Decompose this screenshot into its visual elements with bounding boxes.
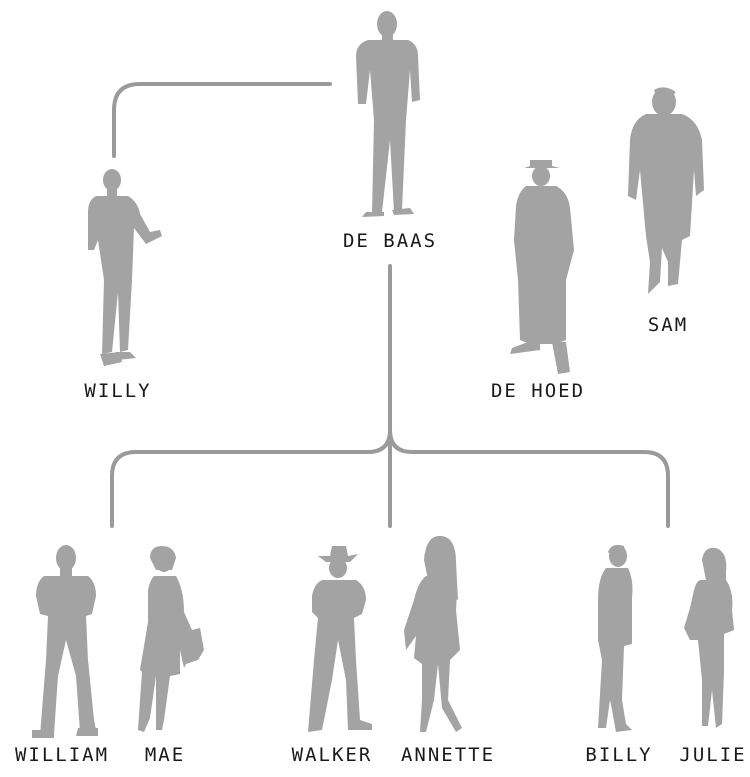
name-sam: SAM bbox=[647, 314, 689, 336]
name-annette: ANNETTE bbox=[400, 744, 496, 766]
willy-silhouette bbox=[88, 169, 162, 366]
annette-silhouette bbox=[404, 535, 462, 732]
connector-lines bbox=[110, 82, 670, 528]
name-julie: JULIE bbox=[679, 744, 747, 766]
name-de-hoed: DE HOED bbox=[490, 380, 586, 402]
walker-silhouette bbox=[308, 546, 372, 732]
name-billy: BILLY bbox=[585, 744, 653, 766]
name-willy: WILLY bbox=[84, 380, 152, 402]
william-silhouette bbox=[32, 545, 98, 738]
name-mae: MAE bbox=[144, 744, 186, 766]
boss-silhouette bbox=[356, 11, 420, 217]
mae-silhouette bbox=[138, 546, 204, 732]
sam-silhouette bbox=[628, 87, 704, 294]
connector-children-bar bbox=[110, 429, 670, 528]
billy-silhouette bbox=[598, 544, 633, 732]
de-hoed-silhouette bbox=[510, 160, 574, 374]
connector-boss-willy bbox=[112, 82, 332, 158]
julie-silhouette bbox=[684, 547, 734, 728]
name-de-baas: DE BAAS bbox=[342, 230, 438, 252]
name-william: WILLIAM bbox=[14, 744, 110, 766]
name-walker: WALKER bbox=[291, 744, 373, 766]
